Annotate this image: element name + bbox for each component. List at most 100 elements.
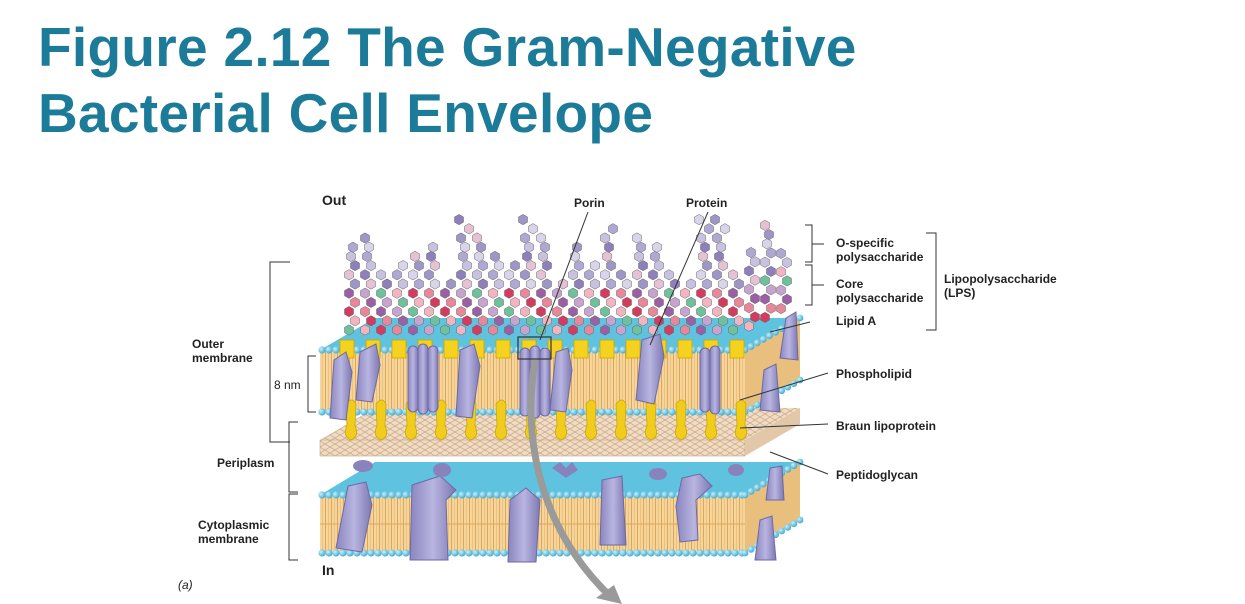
head-group xyxy=(633,408,641,416)
sugar-unit xyxy=(542,296,552,308)
sugar-unit xyxy=(510,278,520,290)
sugar-unit xyxy=(552,324,562,336)
head-group xyxy=(549,491,557,499)
sugar-unit xyxy=(782,275,792,287)
sugar-unit xyxy=(398,278,408,290)
sugar-unit xyxy=(636,241,646,253)
lipid-a-unit xyxy=(625,339,641,359)
head-group xyxy=(790,462,798,470)
sugar-unit xyxy=(350,260,360,272)
head-group xyxy=(778,527,786,535)
head-group xyxy=(626,549,634,557)
sugar-unit xyxy=(776,247,786,259)
head-group xyxy=(619,346,627,354)
peripheral-protein xyxy=(649,468,667,480)
head-group xyxy=(724,491,732,499)
head-group xyxy=(486,549,494,557)
head-group xyxy=(710,491,718,499)
sugar-unit xyxy=(408,269,418,281)
sugar-unit xyxy=(584,306,594,318)
sugar-unit xyxy=(494,278,504,290)
sugar-unit xyxy=(344,306,354,318)
sugar-unit xyxy=(542,278,552,290)
cytoplasmic-bracket xyxy=(288,493,298,561)
sugar-unit xyxy=(606,260,616,272)
figure-title: Figure 2.12 The Gram-Negative Bacterial … xyxy=(38,14,857,146)
head-group xyxy=(332,491,340,499)
sugar-unit xyxy=(632,232,642,244)
sugar-unit xyxy=(574,315,584,327)
head-group xyxy=(542,549,550,557)
sugar-unit xyxy=(558,315,568,327)
sugar-unit xyxy=(392,324,402,336)
head-group xyxy=(556,549,564,557)
head-group xyxy=(332,549,340,557)
thickness-bracket xyxy=(307,355,316,413)
head-group xyxy=(479,549,487,557)
sugar-unit xyxy=(360,269,370,281)
head-group xyxy=(339,549,347,557)
head-group xyxy=(402,491,410,499)
head-group xyxy=(325,491,333,499)
head-group xyxy=(318,346,326,354)
sugar-unit xyxy=(398,296,408,308)
head-group xyxy=(778,387,786,395)
periplasm-bracket xyxy=(288,421,298,493)
sugar-unit xyxy=(476,241,486,253)
sugar-unit xyxy=(524,241,534,253)
lipid-a-leader xyxy=(769,321,811,333)
sugar-unit xyxy=(414,296,424,308)
sugar-unit xyxy=(474,250,484,262)
head-group xyxy=(500,549,508,557)
head-group xyxy=(598,408,606,416)
sugar-unit xyxy=(720,223,730,235)
sugar-unit xyxy=(622,296,632,308)
head-group xyxy=(346,549,354,557)
head-group xyxy=(766,332,773,340)
sugar-unit xyxy=(478,315,488,327)
sugar-unit xyxy=(446,315,456,327)
head-group xyxy=(633,549,641,557)
sugar-unit xyxy=(414,260,424,272)
head-group xyxy=(759,480,767,488)
sugar-unit xyxy=(510,296,520,308)
sugar-unit xyxy=(634,250,644,262)
head-group xyxy=(703,549,711,557)
sugar-unit xyxy=(718,296,728,308)
head-group xyxy=(619,549,627,557)
sugar-unit xyxy=(428,241,438,253)
sugar-unit xyxy=(472,287,482,299)
leader-lines xyxy=(269,211,937,561)
sugar-unit xyxy=(766,247,776,259)
head-group xyxy=(556,491,564,499)
sugar-unit xyxy=(652,241,662,253)
sugar-unit xyxy=(600,306,610,318)
braun-lipoprotein-unit xyxy=(344,399,358,441)
porin-label: Porin xyxy=(574,196,605,210)
sugar-unit xyxy=(558,296,568,308)
sugar-unit xyxy=(536,232,546,244)
sugar-unit xyxy=(648,269,658,281)
sugar-unit xyxy=(472,232,482,244)
sugar-unit xyxy=(366,278,376,290)
phospholipid-leader xyxy=(739,372,829,401)
head-group xyxy=(710,549,718,557)
in-label: In xyxy=(322,562,335,578)
sugar-unit xyxy=(440,306,450,318)
sugar-unit xyxy=(700,241,710,253)
sugar-unit xyxy=(710,214,720,226)
sugar-unit xyxy=(536,287,546,299)
peptidoglycan-label: Peptidoglycan xyxy=(836,468,919,482)
sugar-unit xyxy=(696,269,706,281)
membrane-protein xyxy=(759,363,781,413)
sugar-unit xyxy=(446,296,456,308)
sugar-unit xyxy=(462,315,472,327)
head-group xyxy=(479,408,487,416)
sugar-unit xyxy=(348,241,358,253)
braun-lipoprotein-unit xyxy=(674,399,688,441)
sugar-unit xyxy=(654,260,664,272)
sugar-unit xyxy=(456,269,466,281)
head-group xyxy=(388,491,396,499)
head-group xyxy=(402,549,410,557)
head-group xyxy=(374,491,382,499)
